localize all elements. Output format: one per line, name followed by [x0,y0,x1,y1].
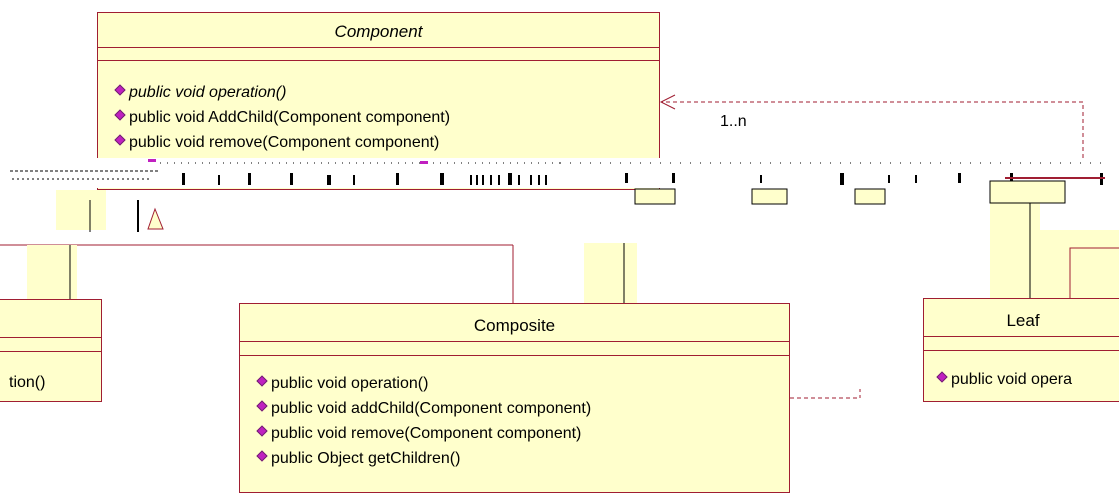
divider [0,351,101,352]
divider [240,341,789,342]
operation-icon [256,400,268,412]
composite-class-name: Composite [473,316,556,335]
divider [924,336,1119,337]
operation: public void AddChild(Component component… [114,109,450,127]
leaf-class[interactable]: Leaf public void opera [923,298,1119,402]
aggregation-dashed-line [661,101,1084,165]
operation: tion() [9,374,46,391]
composite-class[interactable]: Composite public void operation() public… [239,303,790,493]
operation-icon [114,84,126,96]
component-class-name: Component [334,22,423,41]
divider [240,355,789,356]
operation: public void operation() [114,84,286,102]
divider [0,337,101,338]
operation: public void addChild(Component component… [256,400,591,418]
render-artifact-band [0,158,1119,205]
operation: public void opera [936,371,1072,389]
multiplicity-label: 1..n [720,113,747,130]
operation-icon [936,371,948,383]
operation: public Object getChildren() [256,450,460,468]
operation-icon [256,375,268,387]
generalization-triangle [147,207,164,230]
operation-icon [256,450,268,462]
operation: public void remove(Component component) [114,134,439,152]
partial-class-left[interactable]: tion() [0,299,102,402]
operation: public void remove(Component component) [256,425,581,443]
leaf-class-name: Leaf [1006,311,1040,330]
operation: public void operation() [256,375,428,393]
operation-icon [256,425,268,437]
divider [924,350,1119,351]
operation-icon [114,109,126,121]
arrowhead-open [659,94,676,110]
divider [98,60,659,61]
operation-icon [114,134,126,146]
divider [98,47,659,48]
